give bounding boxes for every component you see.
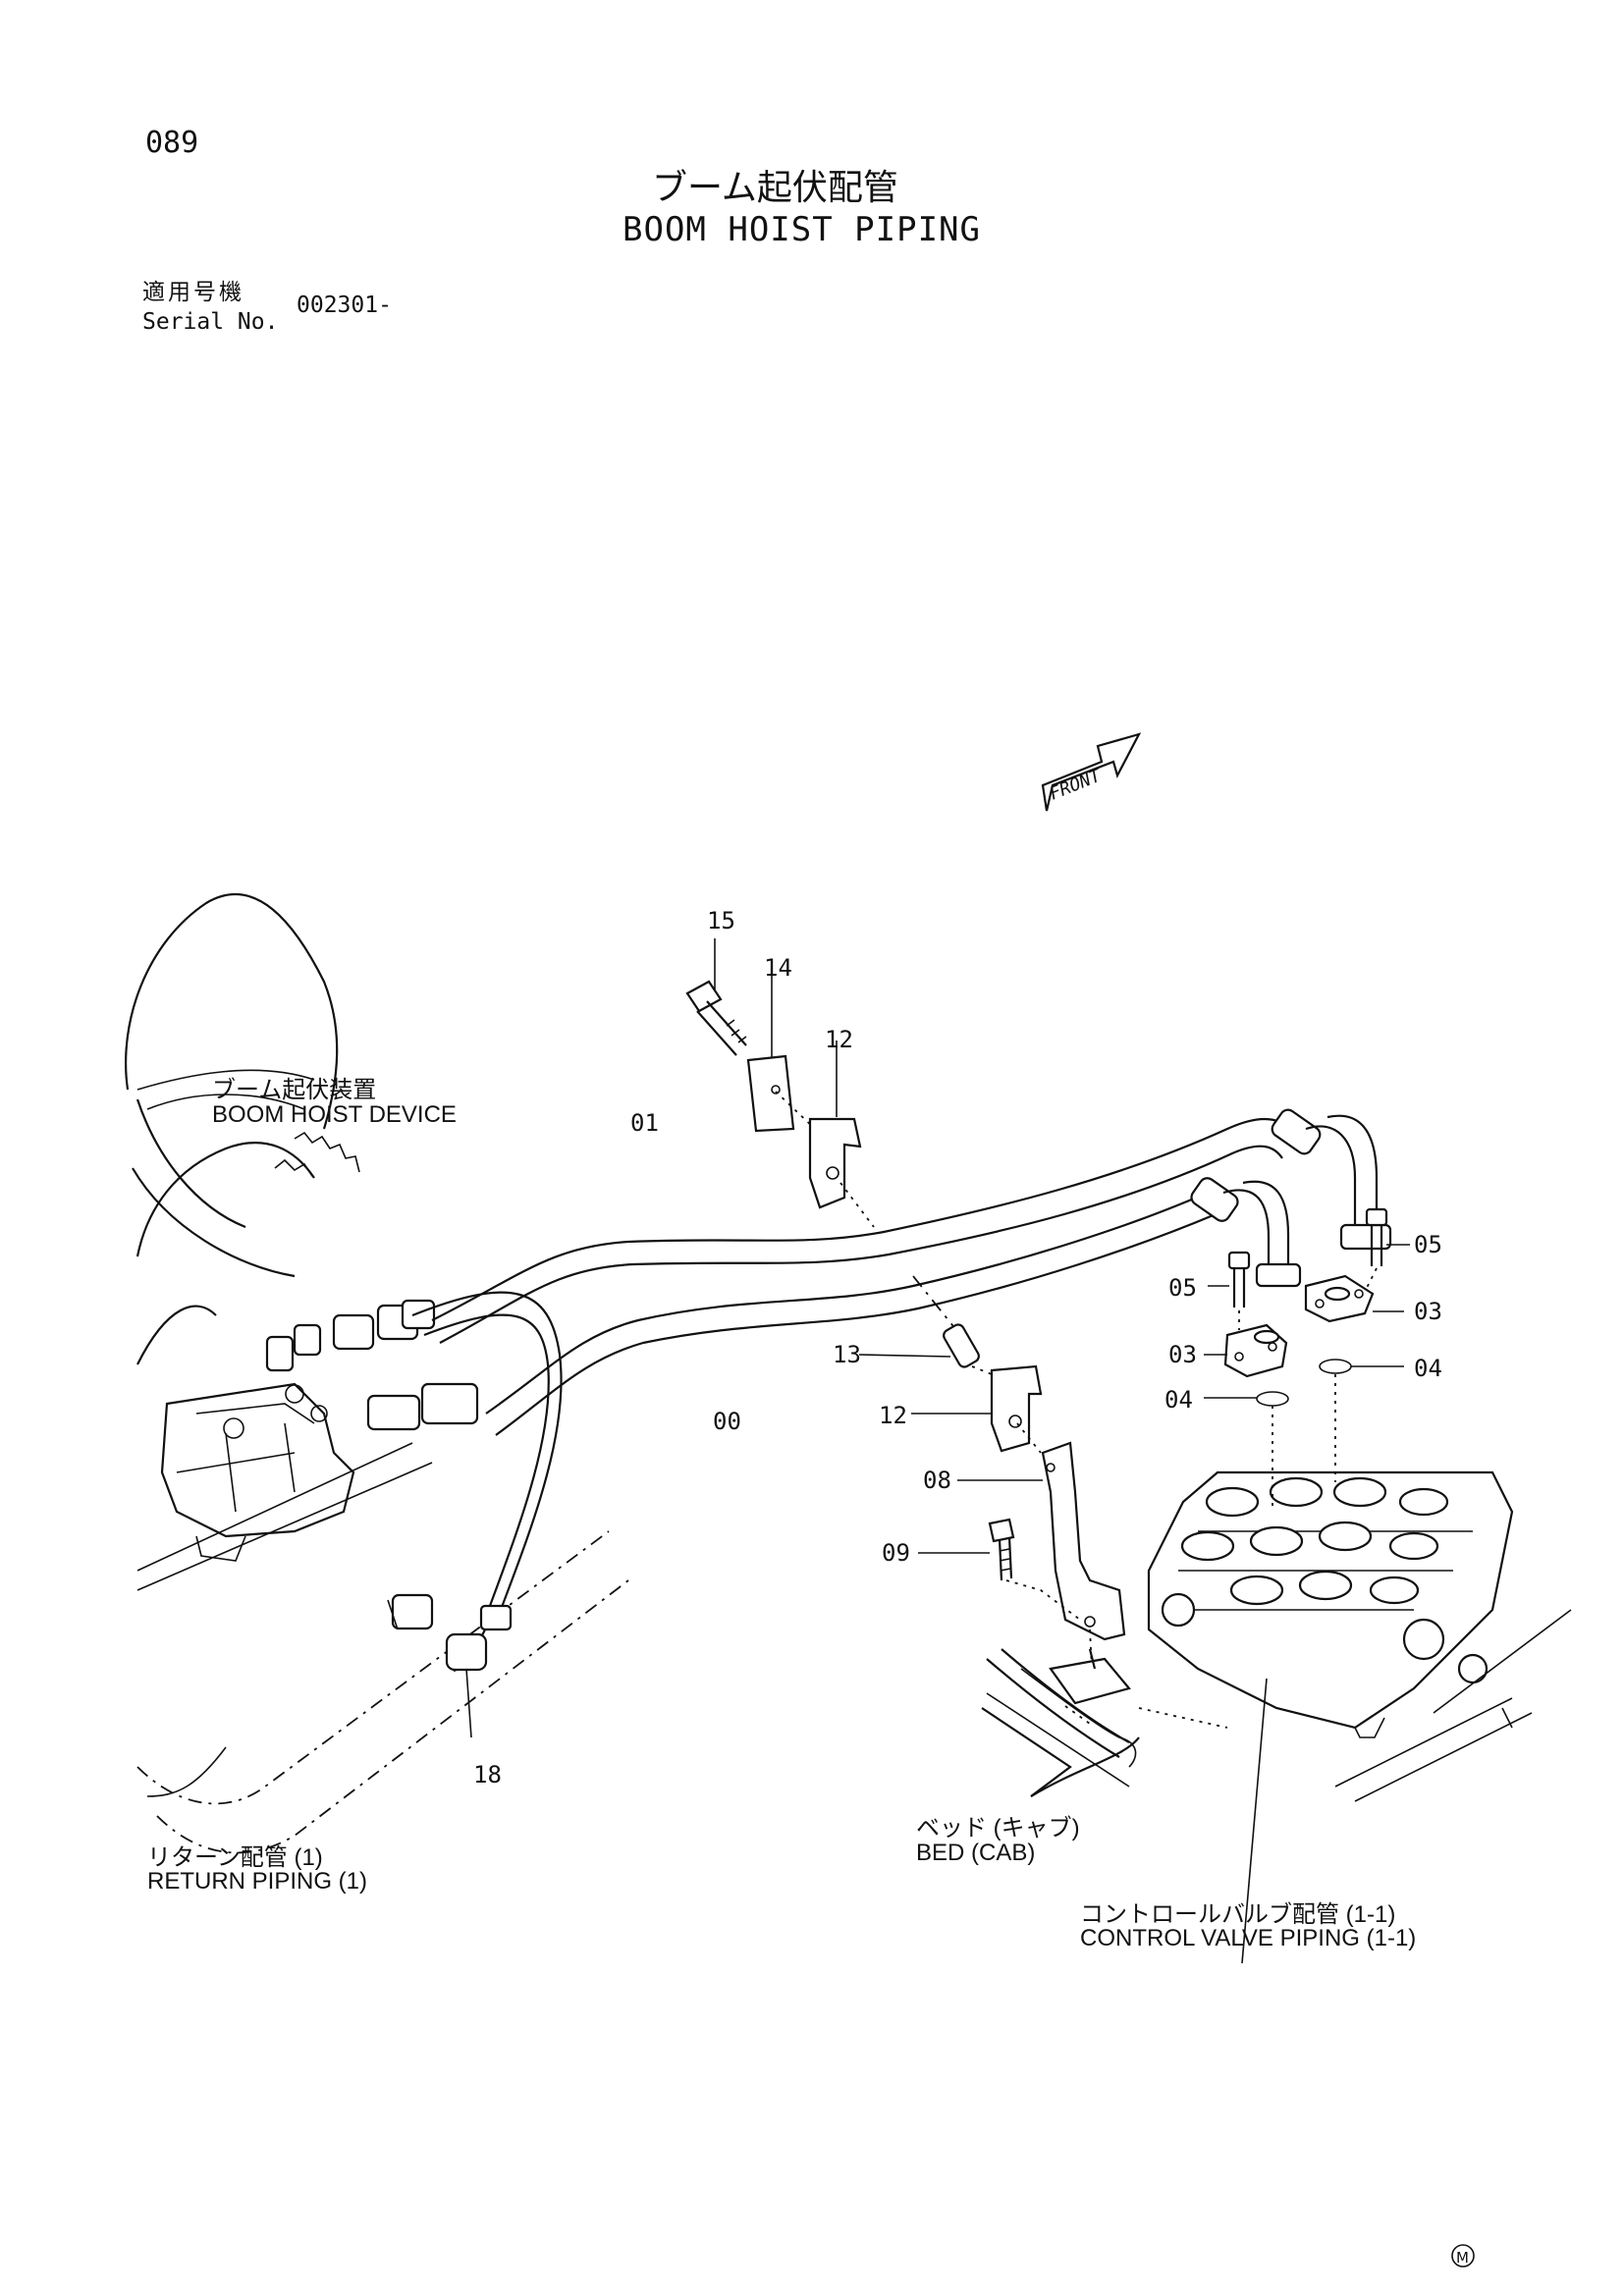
label-return-piping-jp: リターン配管 (1) [147,1844,323,1871]
part-number-08: 08 [923,1467,951,1494]
manufacturer-mark: M [1451,2244,1475,2268]
part-number-04-right: 04 [1414,1355,1442,1382]
clamp-12-lower [911,1364,1043,1454]
part-number-05-right: 05 [1414,1231,1442,1258]
bed-cab [981,1648,1228,1797]
part-number-04-left: 04 [1164,1386,1193,1414]
part-number-05-left: 05 [1168,1274,1197,1302]
clamp-12-top [808,1041,875,1228]
frame-outline [136,1442,629,1854]
label-boom-hoist-device-en: BOOM HOIST DEVICE [212,1101,457,1128]
control-valve [1147,1470,1572,1964]
part-number-01: 01 [630,1109,659,1137]
serial-label-en: Serial No. [142,309,279,335]
manufacturer-mark-letter: M [1456,2249,1469,2267]
plate-14 [746,970,816,1133]
label-control-valve-jp: コントロールバルブ配管 (1-1) [1080,1901,1396,1928]
return-hose-18 [387,1291,563,1738]
label-return-piping-en: RETURN PIPING (1) [147,1868,368,1895]
boom-hoist-device [125,892,479,1562]
bolt-05-left [1208,1251,1251,1330]
label-bed-en: BED (CAB) [916,1840,1036,1866]
part-number-12-lower: 12 [879,1402,907,1429]
label-boom-hoist-device-jp: ブーム起伏装置 [212,1077,377,1103]
page-title-en: BOOM HOIST PIPING [623,210,981,249]
flange-03-left [1204,1323,1288,1378]
page-number: 089 [145,126,199,160]
flange-03-right [1304,1274,1404,1323]
oring-04-left [1204,1391,1289,1512]
bolt-15 [685,938,747,1056]
part-number-12-top: 12 [825,1026,853,1053]
bracket-08 [957,1441,1126,1670]
label-bed-jp: ベッド (キャブ) [916,1815,1080,1842]
part-number-18: 18 [473,1761,502,1789]
hose-assembly-01 [431,1108,1392,1344]
oring-04-right [1319,1359,1404,1482]
spacer-13 [858,1323,993,1375]
part-number-03-right: 03 [1414,1298,1442,1325]
hose-assembly-00 [485,1177,1302,1436]
part-number-14: 14 [764,954,792,982]
bolt-09 [918,1518,1081,1621]
page-title-jp: ブーム起伏配管 [652,167,898,207]
serial-value: 002301- [297,293,392,318]
serial-label-jp: 適用号機 [142,279,244,304]
bolt-05-right [1365,1207,1410,1289]
label-control-valve-en: CONTROL VALVE PIPING (1-1) [1080,1925,1417,1951]
part-number-09: 09 [882,1539,910,1567]
front-direction-arrow: FRONT [1041,732,1142,812]
part-number-13: 13 [833,1341,861,1368]
part-number-15: 15 [707,907,735,934]
part-number-03-left: 03 [1168,1341,1197,1368]
part-number-00: 00 [713,1408,741,1435]
